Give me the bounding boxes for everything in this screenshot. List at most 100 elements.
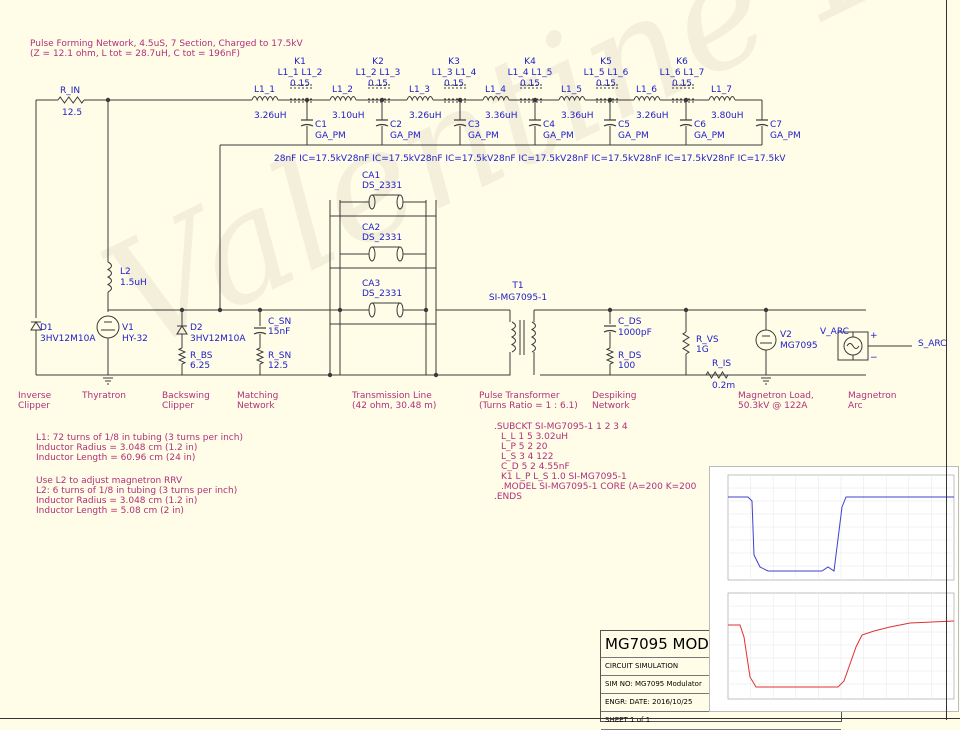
label-magnetron-load: 50.3kV @ 122A bbox=[738, 401, 808, 411]
capacitor-c5-plate-b bbox=[603, 123, 617, 127]
inductor-name: L1_1 bbox=[254, 85, 275, 95]
inductor-l1-5 bbox=[558, 96, 586, 102]
label-despiking-network: Network bbox=[592, 401, 630, 411]
transmission-line-ca1-end-b bbox=[396, 194, 404, 210]
junction-dot bbox=[423, 307, 429, 313]
junction-dot bbox=[217, 307, 223, 313]
resistor-r-is bbox=[705, 371, 729, 379]
d1-name: D1 bbox=[40, 323, 53, 333]
voltage-trace bbox=[728, 496, 954, 572]
coupling-name: K1 bbox=[294, 57, 306, 67]
resistor-r-bs bbox=[177, 347, 187, 365]
sheet-border-right bbox=[946, 0, 947, 720]
note-l1: Inductor Radius = 3.048 cm (1.2 in) bbox=[36, 443, 197, 453]
simulation-plot bbox=[709, 466, 959, 712]
l2-value: 1.5uH bbox=[120, 278, 147, 288]
plot-grid bbox=[728, 475, 954, 699]
inductor-l1-6-coil bbox=[633, 96, 661, 102]
r-sn-name: R_SN bbox=[268, 351, 291, 361]
transmission-line-ca1-end-a bbox=[368, 194, 376, 210]
coupling-value: 0.15 bbox=[444, 79, 464, 89]
r-ds-value: 100 bbox=[618, 361, 635, 371]
label-inverse-clipper: Clipper bbox=[18, 401, 50, 411]
c-sn-value: 15nF bbox=[268, 327, 290, 337]
coupling-value: 0.15 bbox=[672, 79, 692, 89]
capacitor-name: C4 bbox=[543, 120, 555, 130]
capacitor-name: C5 bbox=[618, 120, 630, 130]
capacitor-c6-plate-b bbox=[679, 123, 693, 127]
coupling-value: 0.15 bbox=[290, 79, 310, 89]
capacitor-c2-plate-b bbox=[375, 123, 389, 127]
inductor-l1-1-coil bbox=[251, 96, 279, 102]
label-pulse-transformer: (Turns Ratio = 1 : 6.1) bbox=[479, 401, 578, 411]
cable-name: CA2 bbox=[362, 223, 380, 233]
coupling-name: K4 bbox=[524, 57, 536, 67]
inductor-l1-5-coil bbox=[558, 96, 586, 102]
magnetron-v2-electrode bbox=[760, 335, 772, 344]
r-in-label: R_IN bbox=[60, 86, 80, 96]
label-backswing-clipper: Clipper bbox=[162, 401, 194, 411]
inductor-value: 3.26uH bbox=[636, 111, 669, 121]
capacitor-c3-plate-b bbox=[453, 123, 467, 127]
label-transmission-line: (42 ohm, 30.48 m) bbox=[352, 401, 436, 411]
coupling-pair: L1_6 L1_7 bbox=[660, 68, 705, 78]
junction-dot bbox=[327, 372, 333, 378]
v-arc-plus: + bbox=[870, 331, 878, 341]
label-pulse-transformer: Pulse Transformer bbox=[479, 391, 560, 401]
r-vs-value: 1G bbox=[696, 345, 709, 355]
capacitor-c7-plate-b bbox=[755, 123, 769, 127]
capacitor-model: GA_PM bbox=[543, 131, 574, 141]
coupling-name: K6 bbox=[676, 57, 688, 67]
note-l2: Use L2 to adjust magnetron RRV bbox=[36, 476, 183, 486]
pfn-title: Pulse Forming Network, 4.5uS, 7 Section,… bbox=[30, 39, 304, 49]
r-in-resistor bbox=[57, 96, 85, 104]
r-is-value: 0.2m bbox=[712, 381, 735, 391]
wire-t1 bbox=[400, 352, 511, 376]
subckt-line: K1 L_P L_S 1.0 SI-MG7095-1 bbox=[501, 472, 627, 482]
d2-name: D2 bbox=[190, 323, 203, 333]
capacitor-c-ds-plate-b bbox=[603, 329, 617, 333]
label-magnetron-load: Magnetron Load, bbox=[738, 391, 814, 401]
s-arc-label: S_ARC bbox=[918, 339, 946, 349]
coupling-value: 0.15 bbox=[596, 79, 616, 89]
r-bs-name: R_BS bbox=[190, 351, 213, 361]
c-sn-name: C_SN bbox=[268, 317, 291, 327]
subckt-line: C_D 5 2 4.55nF bbox=[501, 462, 570, 472]
v-arc-minus: − bbox=[870, 353, 878, 363]
v1-name: V1 bbox=[122, 323, 134, 333]
inductor-l1-2 bbox=[329, 96, 357, 102]
d1-model: 3HV12M10A bbox=[40, 334, 96, 344]
inductor-name: L1_6 bbox=[636, 85, 657, 95]
note-l2: L2: 6 turns of 1/8 in tubing (3 turns pe… bbox=[36, 486, 237, 496]
resistor-r-vs bbox=[682, 331, 690, 355]
capacitor-c-sn-plate-b bbox=[253, 331, 267, 335]
coupling-pair: L1_5 L1_6 bbox=[584, 68, 629, 78]
c-ds-name: C_DS bbox=[618, 317, 642, 327]
inductor-value: 3.26uH bbox=[409, 111, 442, 121]
capacitor-c4-plate-b bbox=[528, 123, 542, 127]
inductor-l1-3-coil bbox=[406, 96, 434, 102]
note-l2: Inductor Radius = 3.048 cm (1.2 in) bbox=[36, 496, 197, 506]
transmission-line-ca3-end-b bbox=[396, 302, 404, 318]
inductor-name: L1_7 bbox=[711, 85, 732, 95]
t1-name: T1 bbox=[511, 281, 523, 291]
junction-dot bbox=[337, 307, 343, 313]
thyratron-v1 bbox=[96, 315, 120, 339]
coupling-pair: L1_2 L1_3 bbox=[356, 68, 401, 78]
note-l1: L1: 72 turns of 1/8 in tubing (3 turns p… bbox=[36, 433, 243, 443]
capacitor-name: C3 bbox=[468, 120, 480, 130]
coupling-name: K5 bbox=[600, 57, 612, 67]
coupling-value: 0.15 bbox=[520, 79, 540, 89]
title-block-row4: SHEET 1 of 1 bbox=[601, 712, 841, 730]
label-backswing-clipper: Backswing bbox=[162, 391, 210, 401]
inductor-name: L1_5 bbox=[561, 85, 582, 95]
r-is-name: R_IS bbox=[712, 359, 731, 369]
transformer-t1-primary bbox=[510, 321, 516, 353]
r-sn-value: 12.5 bbox=[268, 361, 288, 371]
transmission-line-ca2-end-a bbox=[368, 246, 376, 262]
magnetron-v2 bbox=[755, 329, 777, 351]
diode-d2-triangle bbox=[176, 325, 188, 335]
capacitor-model: GA_PM bbox=[468, 131, 499, 141]
cable-name: CA1 bbox=[362, 171, 380, 181]
